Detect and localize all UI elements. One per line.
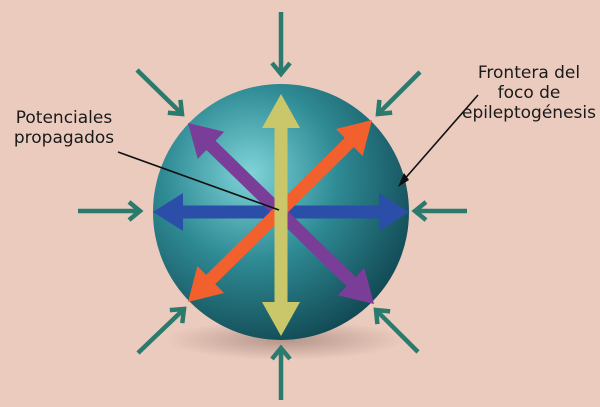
focus-boundary-line-2: foco de: [458, 83, 600, 103]
inward-arrow-right-icon: [415, 202, 467, 220]
focus-boundary-line-1: Frontera del: [458, 63, 600, 83]
inward-arrow-top-right-icon: [378, 72, 420, 114]
inward-arrow-bottom-icon: [272, 348, 290, 400]
inward-arrow-left-icon: [78, 202, 140, 220]
propagated-potentials-line-1: Potenciales: [0, 108, 128, 128]
inward-arrow-top-left-icon: [137, 70, 182, 114]
focus-boundary-label: Frontera del foco de epileptogénesis: [458, 63, 600, 123]
focus-boundary-line-3: epileptogénesis: [458, 103, 600, 123]
propagated-potentials-label: Potenciales propagados: [0, 108, 128, 148]
inward-arrow-top-icon: [272, 12, 290, 74]
propagated-potentials-line-2: propagados: [0, 128, 128, 148]
